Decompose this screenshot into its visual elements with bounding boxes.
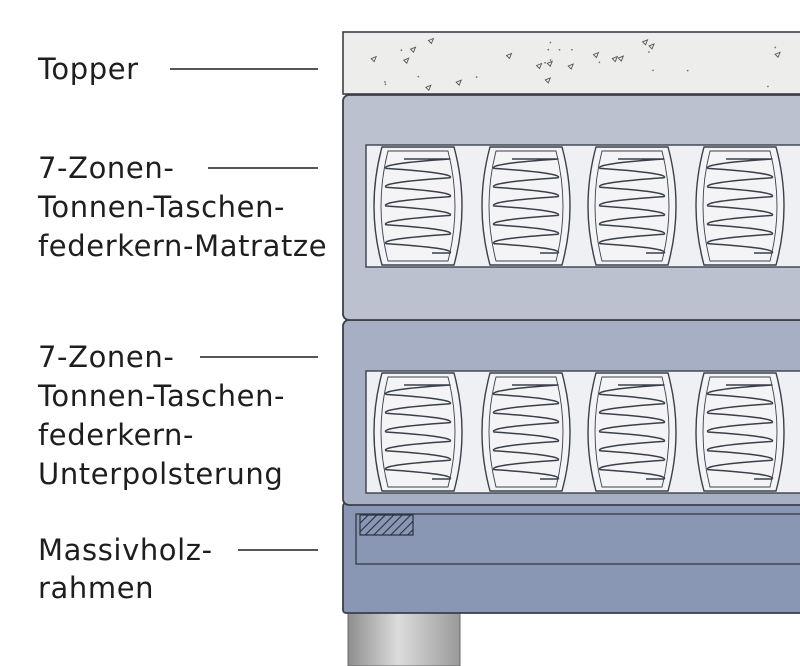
foam-mark (774, 51, 781, 59)
foam-mark (641, 39, 649, 46)
foam-mark (648, 43, 655, 50)
foam-mark (505, 52, 513, 60)
pocket-spring (587, 146, 677, 266)
foam-dot (547, 48, 550, 51)
foam-mark (617, 55, 625, 62)
foam-dot (774, 46, 777, 49)
pocket-spring (373, 146, 463, 266)
foam-dot (384, 81, 386, 83)
wood-hatch-mark (359, 514, 414, 536)
foam-mark (402, 57, 410, 65)
foam-dot (549, 59, 552, 61)
pocket-spring (481, 146, 571, 266)
mattress-pocket-springs (373, 146, 785, 266)
foam-mark (455, 79, 463, 87)
label-topper: Topper (37, 52, 139, 86)
foam-mark (370, 55, 378, 63)
foam-dot (475, 76, 478, 78)
foam-dot (549, 41, 552, 44)
pocket-spring (695, 372, 785, 492)
topper-foam-texture (370, 37, 781, 92)
foam-mark (546, 60, 554, 68)
pocket-spring (587, 372, 677, 492)
label-underpad: 7-Zonen- Tonnen-Taschen- federkern- Unte… (37, 340, 295, 491)
label-frame: Massivholz- rahmen (38, 533, 223, 605)
foam-mark (611, 55, 619, 63)
bed-foot (347, 611, 461, 666)
pocket-spring (481, 372, 571, 492)
foam-dot (417, 75, 420, 78)
pocket-spring (695, 146, 785, 266)
pocket-spring (373, 372, 463, 492)
foam-mark (409, 46, 417, 53)
foam-dot (384, 83, 387, 86)
foam-dot (652, 69, 654, 72)
foam-dot (686, 69, 689, 72)
underpad-pocket-springs (373, 372, 785, 492)
foam-mark (544, 77, 552, 84)
foam-mark (425, 84, 432, 92)
topper-layer (342, 31, 800, 95)
label-mattress: 7-Zonen- Tonnen-Taschen- federkern-Matra… (37, 151, 327, 263)
foam-mark (427, 37, 435, 45)
foam-mark (567, 63, 575, 70)
foam-dot (767, 85, 769, 88)
foam-dot (558, 48, 561, 51)
foam-dot (544, 61, 546, 64)
foam-dot (598, 61, 601, 64)
frame-inner-panel (355, 513, 800, 565)
foam-dot (400, 49, 403, 52)
foam-dot (570, 48, 573, 51)
foam-dot (648, 51, 650, 53)
foam-mark (592, 51, 600, 59)
foam-mark (535, 62, 543, 70)
